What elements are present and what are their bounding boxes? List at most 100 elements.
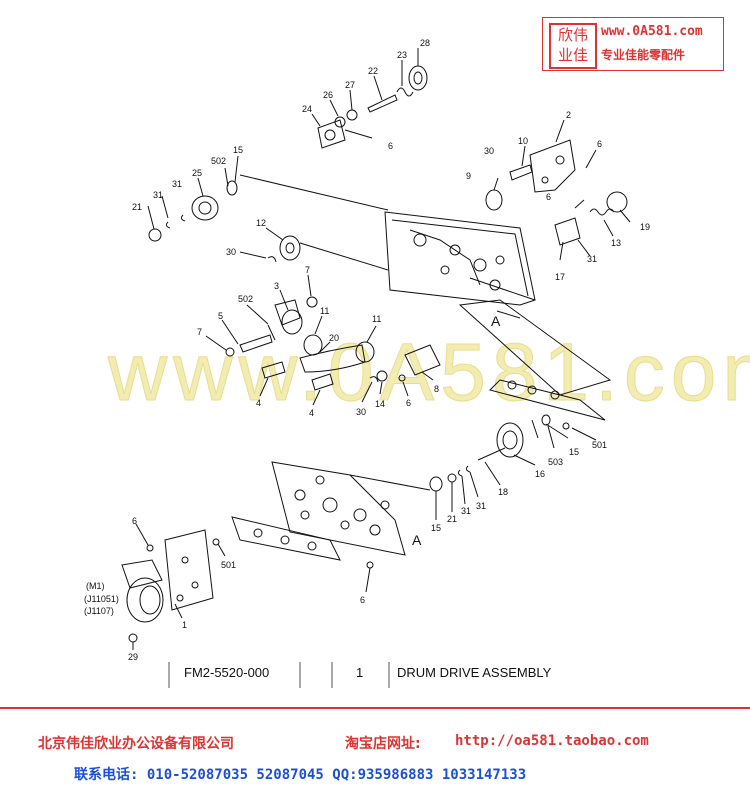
part-4a	[261, 361, 286, 379]
plate-501-lower	[231, 516, 341, 561]
callout: 503	[548, 457, 563, 467]
part-30-upper	[267, 256, 277, 263]
callout: 6	[546, 192, 551, 202]
part-16	[496, 422, 524, 458]
callout: A	[412, 532, 422, 548]
footer-shop-url[interactable]: http://oa581.taobao.com	[455, 733, 649, 749]
part-12	[279, 235, 301, 261]
callout: 20	[329, 333, 339, 343]
part-31b	[180, 214, 186, 222]
logo-url: www.0A581.com	[601, 24, 703, 39]
part-15-right	[541, 414, 551, 426]
callout: 31	[153, 190, 163, 200]
callout: 15	[431, 523, 441, 533]
part-31c	[457, 469, 463, 477]
footer-company: 北京伟佳欣业办公设备有限公司	[38, 736, 234, 752]
part-31a	[165, 221, 171, 229]
callout: 24	[302, 104, 312, 114]
part-24	[317, 119, 346, 149]
callout: 16	[535, 469, 545, 479]
brand-logo-mark: 欣伟 业佳	[549, 23, 597, 69]
callout: 3	[274, 281, 279, 291]
motor-plate	[164, 529, 214, 611]
callout: 25	[192, 168, 202, 178]
callout: 31	[461, 506, 471, 516]
part-7-lower	[225, 347, 235, 357]
part-22	[367, 94, 398, 113]
callout: 6	[406, 398, 411, 408]
callout: 29	[128, 652, 138, 662]
callout: 31	[172, 179, 182, 189]
callout: 15	[569, 447, 579, 457]
caption-quantity: 1	[356, 665, 364, 680]
callout: 7	[197, 327, 202, 337]
callout: 30	[356, 407, 366, 417]
callout: 501	[592, 440, 607, 450]
part-502	[267, 324, 276, 341]
callout: 501	[221, 560, 236, 570]
footer-contact: 联系电话: 010-52087035 52087045 QQ:935986883…	[74, 767, 527, 783]
part-19	[606, 191, 628, 213]
caption-description: DRUM DRIVE ASSEMBLY	[397, 665, 552, 680]
callout: 4	[256, 398, 261, 408]
footer-shop-label: 淘宝店网址:	[345, 736, 421, 752]
callout: 4	[309, 408, 314, 418]
callout: 6	[132, 516, 137, 526]
part-14	[376, 370, 388, 382]
brand-logo: 欣伟 业佳 www.0A581.com 专业佳能零配件	[542, 17, 724, 71]
callout: 15	[233, 145, 243, 155]
callout: 28	[420, 38, 430, 48]
part-18-shaft	[477, 447, 506, 461]
callout: 18	[498, 487, 508, 497]
callout: A	[491, 313, 501, 329]
callout: 502	[238, 294, 253, 304]
callout: 13	[611, 238, 621, 248]
part-4b	[311, 373, 334, 391]
plate-501-upper	[489, 379, 606, 421]
callout: 7	[305, 265, 310, 275]
part-8	[404, 344, 441, 376]
callout: (M1)	[86, 581, 105, 591]
callout: 502	[211, 156, 226, 166]
callout: (J1107)	[84, 606, 114, 616]
logo-tagline: 专业佳能零配件	[601, 48, 686, 62]
callout: 14	[375, 399, 385, 409]
part-21-upper	[148, 228, 162, 242]
callout: 23	[397, 50, 407, 60]
upper-frame	[384, 211, 536, 306]
motor-m1	[121, 559, 164, 623]
callout: 21	[447, 514, 457, 524]
callout: (J11051)	[84, 594, 119, 604]
screw-6-left	[146, 544, 154, 552]
callout: 2	[566, 110, 571, 120]
part-23	[396, 87, 414, 97]
callout: 1	[182, 620, 187, 630]
part-17	[554, 217, 581, 246]
part-15-upper	[226, 180, 238, 196]
callout: 26	[323, 90, 333, 100]
callout: 6	[388, 141, 393, 151]
part-13	[589, 208, 615, 216]
bracket-2	[529, 139, 576, 193]
part-503	[531, 419, 539, 439]
caption-part-number: FM2-5520-000	[184, 665, 270, 680]
callout: 6	[360, 595, 365, 605]
callout: 31	[587, 254, 597, 264]
callout: 17	[555, 272, 565, 282]
lower-frame	[271, 461, 431, 556]
leader-lines	[132, 48, 631, 650]
callout: 30	[484, 146, 494, 156]
callout: 11	[372, 314, 381, 324]
logo-mark-text: 欣伟 业佳	[557, 26, 588, 64]
part-10	[509, 164, 533, 181]
part-31d	[465, 465, 471, 473]
part-3	[281, 309, 303, 335]
callout: 27	[345, 80, 355, 90]
callout: 9	[466, 171, 471, 181]
callout: 19	[640, 222, 650, 232]
callout: 22	[368, 66, 378, 76]
callout: 31	[476, 501, 486, 511]
callout: 30	[226, 247, 236, 257]
